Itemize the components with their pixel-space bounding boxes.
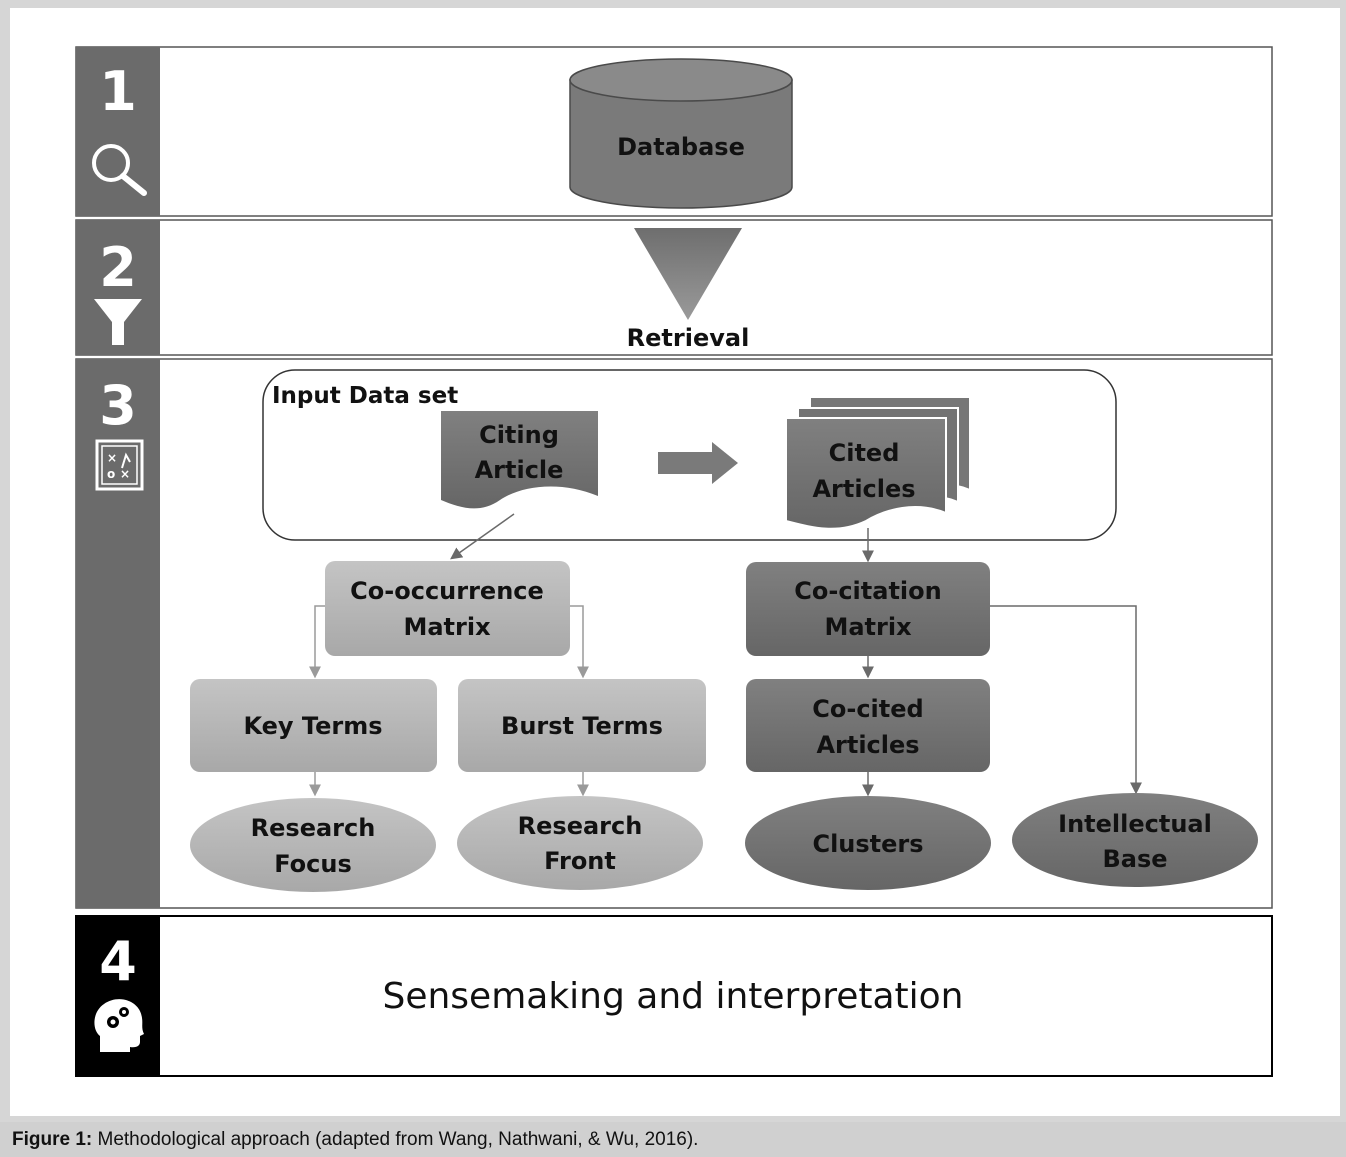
caption-bar (0, 1122, 1346, 1157)
connector-cooccurrence-to-keyterms (309, 605, 325, 679)
research-focus-line2: Focus (274, 850, 352, 878)
retrieval-label: Retrieval (627, 324, 750, 352)
sensemaking-text: Sensemaking and interpretation (382, 976, 963, 1017)
cooccurrence-matrix-box (325, 561, 570, 656)
strategy-board-icon: × o × (95, 439, 144, 491)
cocited-line2: Articles (816, 731, 919, 759)
citing-to-cited-arrow (658, 442, 738, 484)
research-front-line1: Research (518, 812, 643, 840)
research-focus-ellipse (190, 798, 436, 892)
search-icon (92, 144, 147, 196)
retrieval-triangle (634, 228, 742, 320)
intellectual-line1: Intellectual (1058, 810, 1212, 838)
intellectual-line2: Base (1102, 845, 1167, 873)
clusters-label: Clusters (812, 830, 923, 858)
step4-number: 4 (99, 930, 137, 993)
step1-sidebar (76, 47, 160, 216)
burst-terms-box (458, 679, 706, 772)
cocitation-line2: Matrix (824, 613, 912, 641)
citing-article-shape (441, 411, 598, 509)
key-terms-label: Key Terms (243, 712, 382, 740)
svg-text:×: × (120, 467, 130, 481)
step3-sidebar (76, 359, 160, 908)
svg-text:o: o (107, 467, 115, 481)
citing-article-line2: Article (475, 456, 564, 484)
cocited-articles-box (746, 679, 990, 772)
step2-number: 2 (99, 236, 137, 299)
connector-cooccurrence-to-burstterms (570, 605, 589, 679)
cocitation-line1: Co-citation (794, 577, 941, 605)
database-cylinder (569, 58, 793, 209)
connector-cocitation-to-intellectual (990, 605, 1142, 795)
cited-articles-line2: Articles (812, 475, 915, 503)
citing-article-line1: Citing (479, 421, 559, 449)
step1-number: 1 (99, 60, 137, 123)
methodology-diagram: 1 2 3 4 × o × Database Retrieval Input D… (75, 46, 1273, 1077)
burst-terms-label: Burst Terms (501, 712, 663, 740)
cocited-line1: Co-cited (812, 695, 923, 723)
cooccurrence-line2: Matrix (403, 613, 491, 641)
clusters-ellipse (745, 796, 991, 890)
cooccurrence-line1: Co-occurrence (350, 577, 544, 605)
cited-articles-line1: Cited (829, 439, 900, 467)
database-label: Database (617, 133, 745, 161)
research-front-ellipse (457, 796, 703, 890)
figure-caption: Figure 1: Methodological approach (adapt… (12, 1129, 698, 1151)
caption-body: Methodological approach (adapted from Wa… (92, 1129, 699, 1150)
research-front-line2: Front (544, 847, 616, 875)
head-gears-icon (94, 999, 144, 1052)
connectors (309, 513, 1142, 797)
research-focus-line1: Research (251, 814, 376, 842)
step3-number: 3 (99, 374, 137, 437)
key-terms-box (190, 679, 437, 772)
cited-articles-shape (785, 396, 971, 530)
input-dataset-label: Input Data set (272, 383, 458, 409)
intellectual-base-ellipse (1012, 793, 1258, 887)
filter-funnel-icon (94, 299, 142, 345)
caption-label: Figure 1: (12, 1129, 93, 1150)
cocitation-matrix-box (746, 562, 990, 656)
svg-text:×: × (107, 451, 117, 465)
step4-row (75, 915, 1273, 1077)
connector-citing-to-cooccurrence (450, 513, 515, 560)
